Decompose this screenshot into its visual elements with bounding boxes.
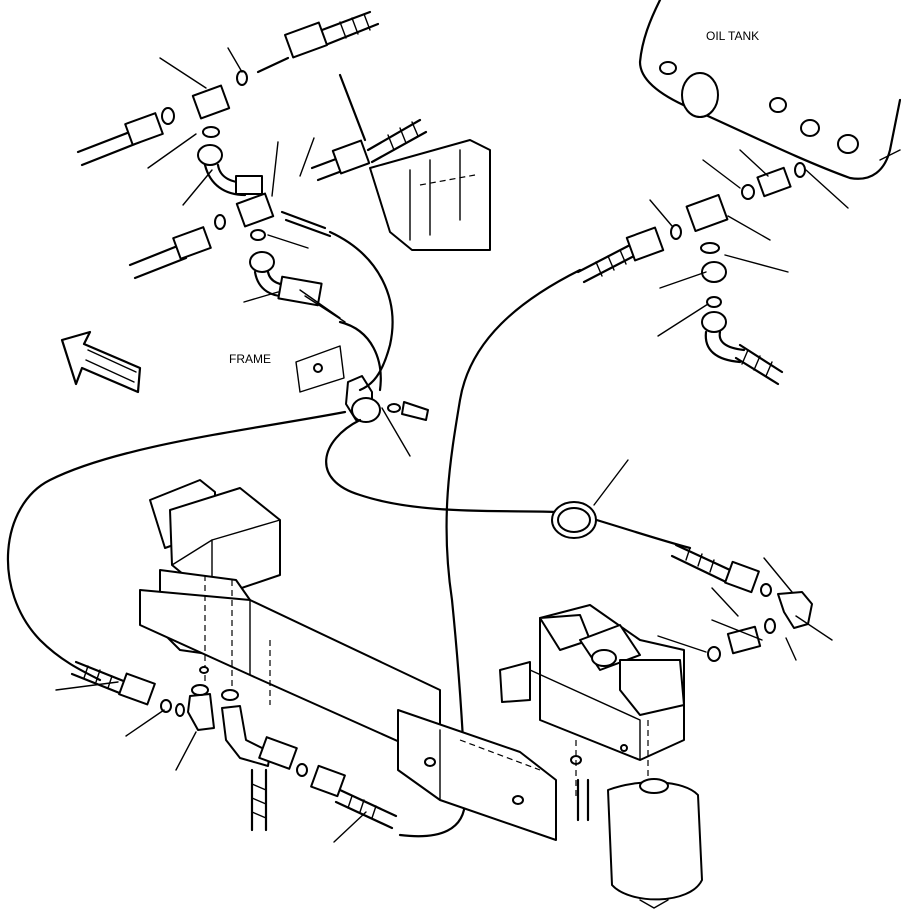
tee-fitting — [191, 84, 231, 120]
filter-canister — [607, 781, 703, 901]
tank-port — [769, 97, 787, 113]
tee-fitting — [258, 736, 298, 770]
upper-right-fittings — [576, 162, 806, 386]
upper-valve-block — [310, 73, 491, 251]
tank-port — [800, 119, 820, 137]
oil-tank-label: OIL TANK — [706, 29, 759, 43]
lower-right-valve-and-filter — [499, 604, 703, 909]
right-middle-fittings — [657, 543, 833, 662]
tank-outlet-port — [837, 134, 859, 154]
hose-clamp-middle — [551, 459, 629, 539]
hose-runs — [6, 230, 692, 838]
callout-lines-upper-right — [649, 149, 849, 337]
tee-fitting — [685, 193, 729, 233]
lower-left-fittings — [55, 660, 398, 843]
elbow-fitting — [187, 693, 215, 731]
lower-left-valve-assembly — [139, 479, 557, 841]
oil-tank — [638, 0, 901, 180]
frame-bracket — [295, 345, 429, 457]
callout-lines-upper-left — [147, 47, 315, 303]
tank-filler-cap — [681, 72, 719, 118]
bolt — [401, 401, 429, 421]
upper-left-hose-assembly — [76, 10, 380, 323]
tank-port — [659, 61, 677, 75]
hose-clamp — [351, 397, 381, 423]
direction-arrow-icon — [60, 330, 142, 394]
frame-label: FRAME — [229, 352, 271, 366]
tee-fitting — [235, 192, 275, 228]
